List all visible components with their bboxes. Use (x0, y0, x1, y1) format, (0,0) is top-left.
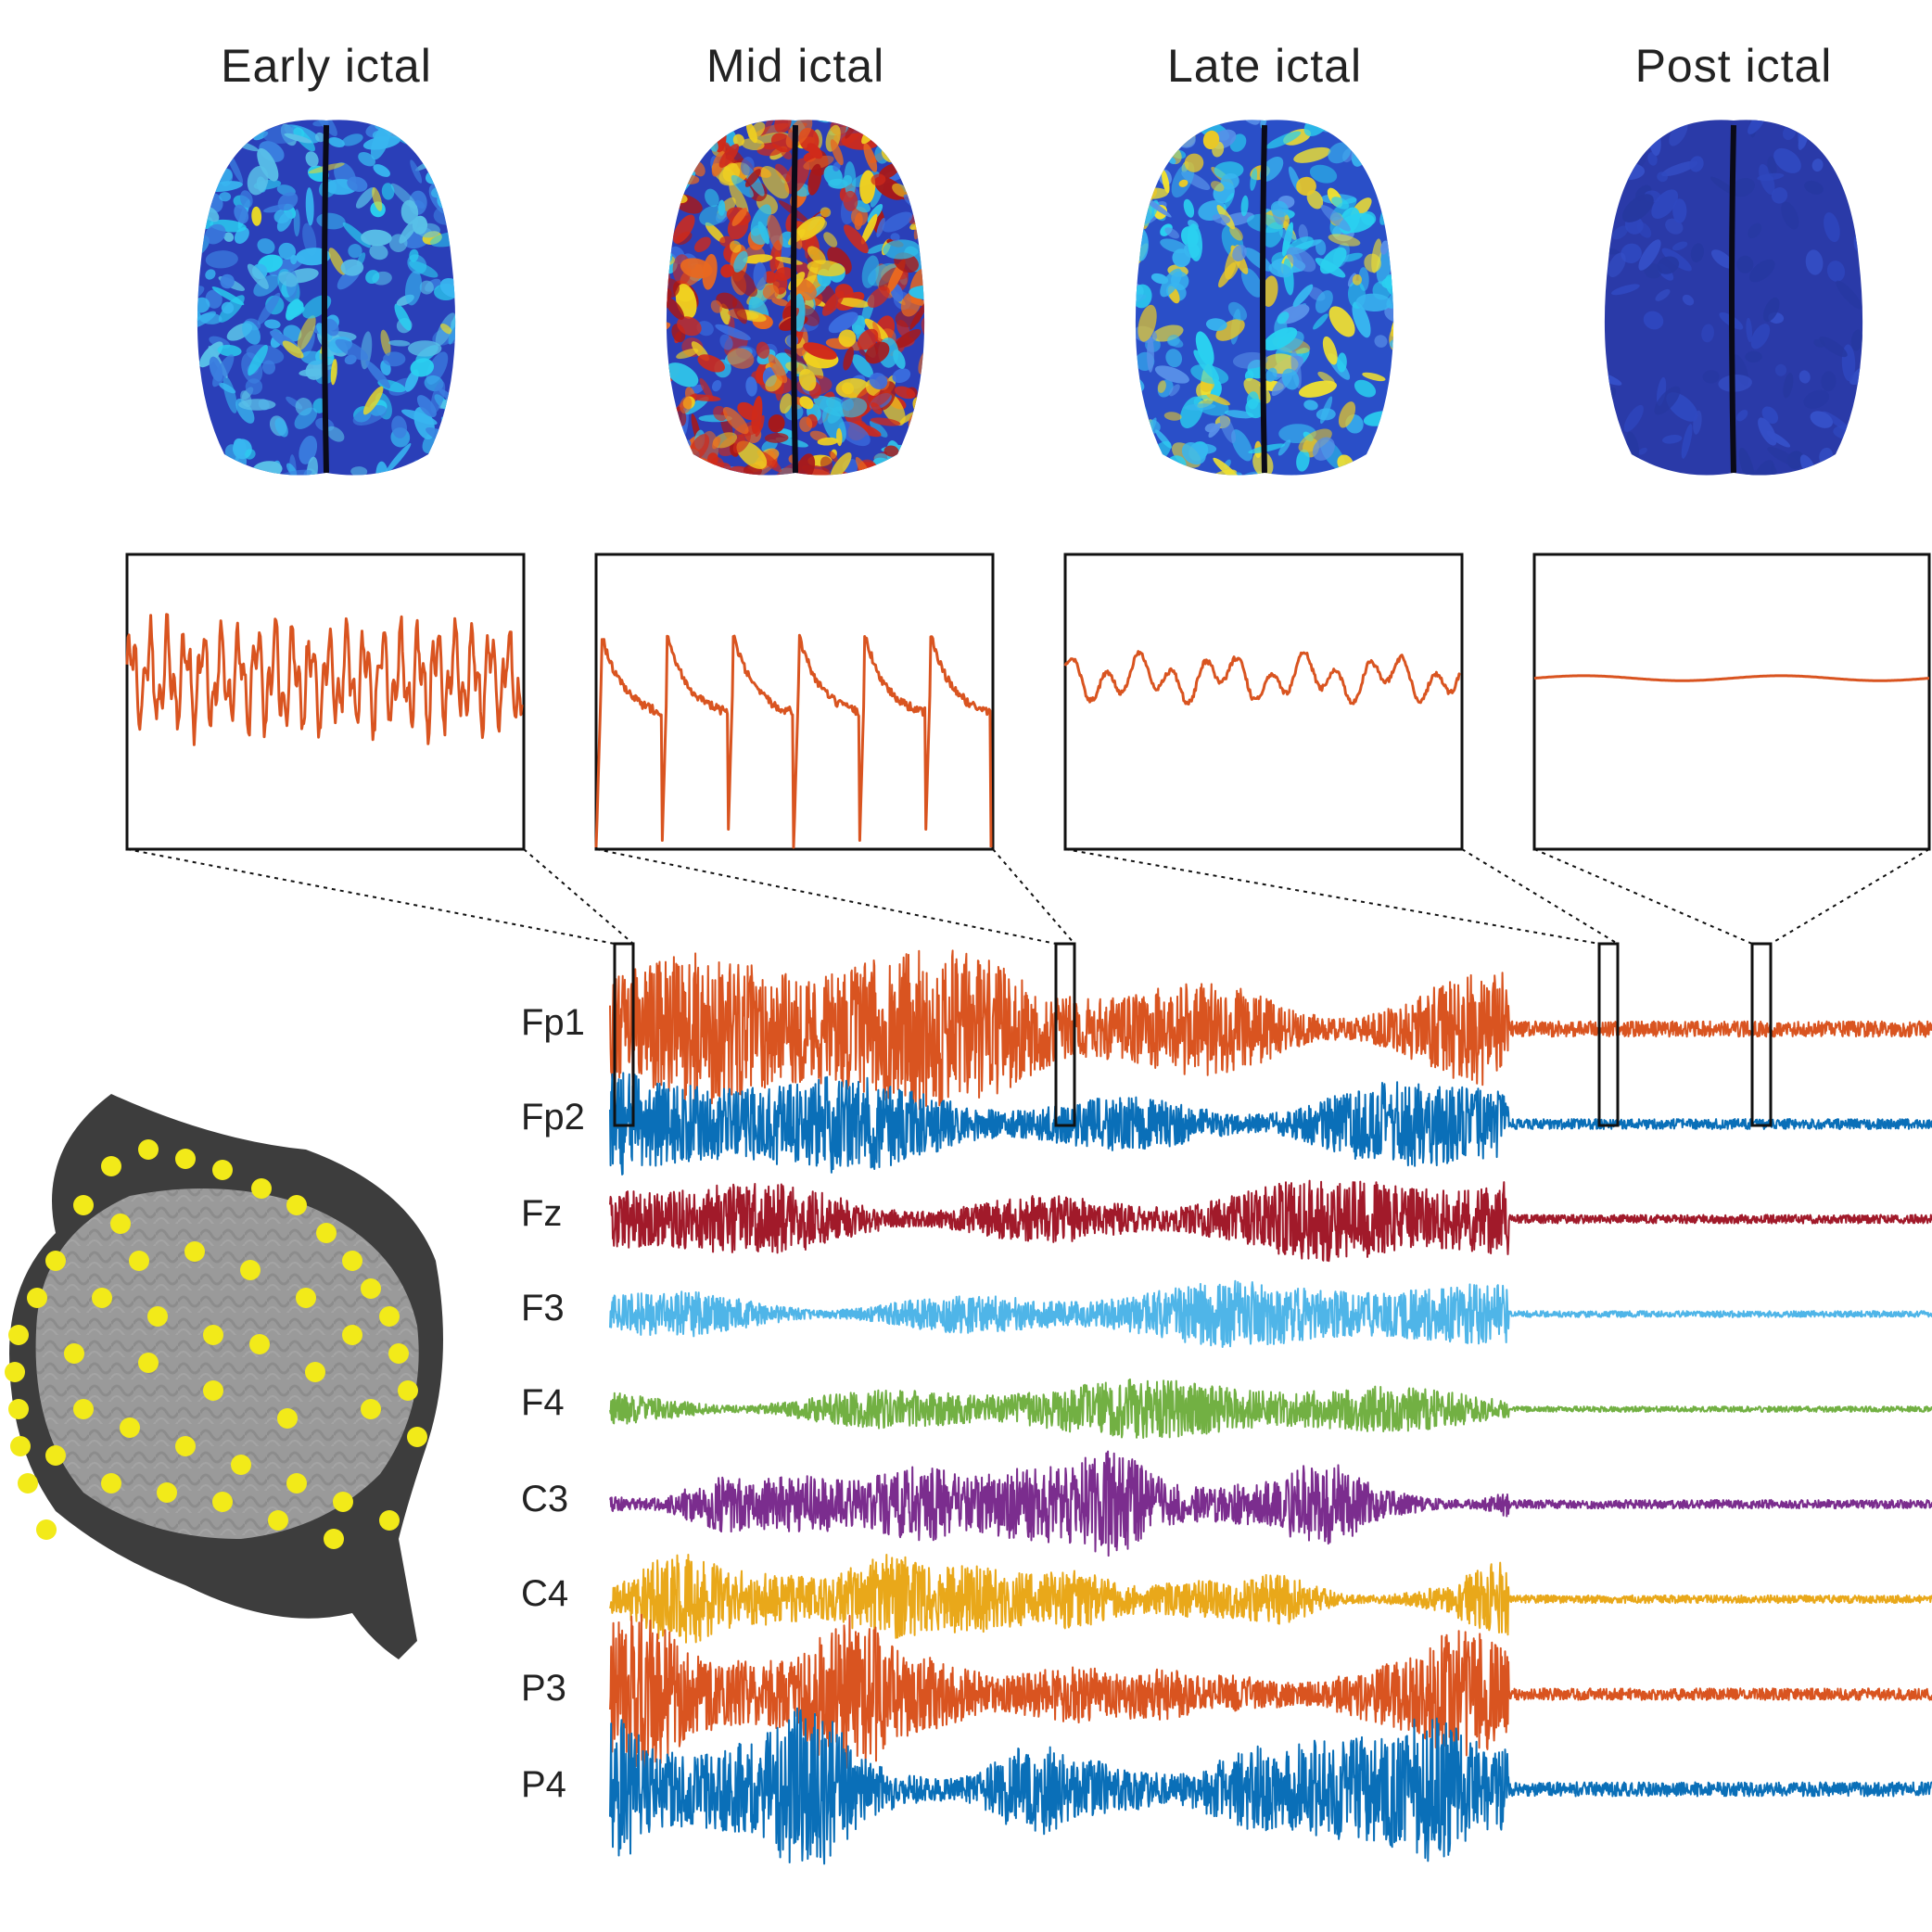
channel-labels: Fp1 Fp2 Fz F3 F4 C3 C4 P3 P4 (521, 1002, 585, 1805)
electrode-dot (407, 1427, 427, 1447)
channel-label-p4: P4 (521, 1764, 566, 1805)
zoom-trace-early (125, 613, 524, 746)
brain-map-mid (666, 120, 925, 476)
eeg-trace-fp2 (609, 1072, 1932, 1176)
electrode-dot (231, 1455, 251, 1475)
electrode-dot (36, 1519, 57, 1540)
channel-label-fp1: Fp1 (521, 1002, 585, 1043)
electrode-dot (286, 1473, 307, 1493)
electrode-dots (5, 1139, 427, 1549)
electrode-dot (251, 1178, 272, 1199)
channel-label-fp2: Fp2 (521, 1097, 585, 1138)
electrode-dot (268, 1510, 288, 1531)
electrode-dot (324, 1529, 344, 1549)
electrode-dot (398, 1380, 418, 1401)
zoom-panel-mid (594, 553, 995, 851)
electrode-dot (73, 1195, 94, 1215)
electrode-dot (120, 1417, 140, 1438)
window-marker-mid (1054, 942, 1076, 1127)
phase-title-early: Early ictal (221, 40, 432, 92)
eeg-channel-traces (609, 949, 1932, 1865)
electrode-dot (361, 1399, 381, 1419)
head-model (5, 1094, 443, 1659)
brain-map-post (1604, 120, 1863, 476)
electrode-dot (10, 1436, 31, 1456)
electrode-dot (101, 1473, 121, 1493)
electrode-dot (138, 1139, 159, 1160)
electrode-dot (184, 1241, 205, 1262)
electrode-dot (342, 1251, 362, 1271)
electrode-dot (305, 1362, 325, 1382)
electrode-dot (249, 1334, 270, 1354)
electrode-dot (342, 1325, 362, 1345)
channel-label-f4: F4 (521, 1382, 565, 1423)
electrode-dot (110, 1214, 131, 1234)
electrode-dot (138, 1353, 159, 1373)
eeg-trace-c3 (609, 1450, 1932, 1557)
electrode-dot (5, 1362, 25, 1382)
phase-title-mid: Mid ictal (706, 40, 884, 92)
electrode-dot (8, 1399, 29, 1419)
electrode-dot (203, 1380, 223, 1401)
zoom-panels (125, 553, 1931, 851)
electrode-dot (286, 1195, 307, 1215)
window-marker-post (1750, 942, 1773, 1127)
eeg-trace-f4 (609, 1378, 1932, 1439)
electrode-dot (240, 1260, 261, 1280)
channel-label-c4: C4 (521, 1573, 568, 1614)
eeg-trace-c4 (609, 1554, 1932, 1644)
electrode-dot (379, 1306, 400, 1327)
eeg-trace-f3 (609, 1279, 1932, 1348)
eeg-trace-fz (609, 1179, 1932, 1263)
electrode-dot (361, 1278, 381, 1299)
electrode-dot (147, 1306, 168, 1327)
electrode-dot (101, 1156, 121, 1176)
channel-label-c3: C3 (521, 1479, 568, 1519)
zoom-trace-post (1533, 674, 1930, 682)
zoom-panel-early (125, 553, 526, 851)
electrode-dot (388, 1343, 409, 1364)
window-marker-late (1597, 942, 1620, 1127)
window-marker-early (613, 942, 635, 1127)
electrode-dot (8, 1325, 29, 1345)
electrode-dot (379, 1510, 400, 1531)
eeg-trace-p4 (609, 1707, 1932, 1865)
brain-map-early (197, 120, 456, 476)
electrode-dot (73, 1399, 94, 1419)
electrode-dot (296, 1288, 316, 1308)
electrode-dot (277, 1408, 298, 1429)
channel-label-p3: P3 (521, 1668, 566, 1709)
electrode-dot (175, 1436, 196, 1456)
brain-map-late (1135, 120, 1394, 476)
brain-activation-maps (197, 120, 1863, 476)
electrode-dot (64, 1343, 84, 1364)
zoom-trace-mid (594, 633, 993, 849)
channel-label-fz: Fz (521, 1193, 562, 1234)
electrode-dot (45, 1251, 66, 1271)
electrode-dot (333, 1492, 353, 1512)
zoom-panel-late (1063, 553, 1464, 851)
electrode-dot (129, 1251, 149, 1271)
electrode-dot (212, 1160, 233, 1180)
electrode-dot (45, 1445, 66, 1466)
zoom-trace-late (1063, 650, 1461, 705)
zoom-connectors (126, 848, 1930, 945)
channel-label-f3: F3 (521, 1288, 565, 1328)
electrode-dot (212, 1492, 233, 1512)
electrode-dot (203, 1325, 223, 1345)
electrode-dot (92, 1288, 112, 1308)
electrode-dot (157, 1482, 177, 1503)
eeg-trace-p3 (609, 1613, 1932, 1773)
phase-titles: Early ictal Mid ictal Late ictal Post ic… (221, 40, 1833, 92)
electrode-dot (18, 1473, 38, 1493)
electrode-dot (175, 1149, 196, 1169)
phase-title-late: Late ictal (1167, 40, 1362, 92)
electrode-dot (27, 1288, 47, 1308)
phase-title-post: Post ictal (1635, 40, 1833, 92)
zoom-panel-post (1532, 553, 1931, 851)
window-markers (613, 942, 1773, 1127)
electrode-dot (316, 1223, 337, 1243)
eeg-trace-fp1 (609, 949, 1932, 1111)
